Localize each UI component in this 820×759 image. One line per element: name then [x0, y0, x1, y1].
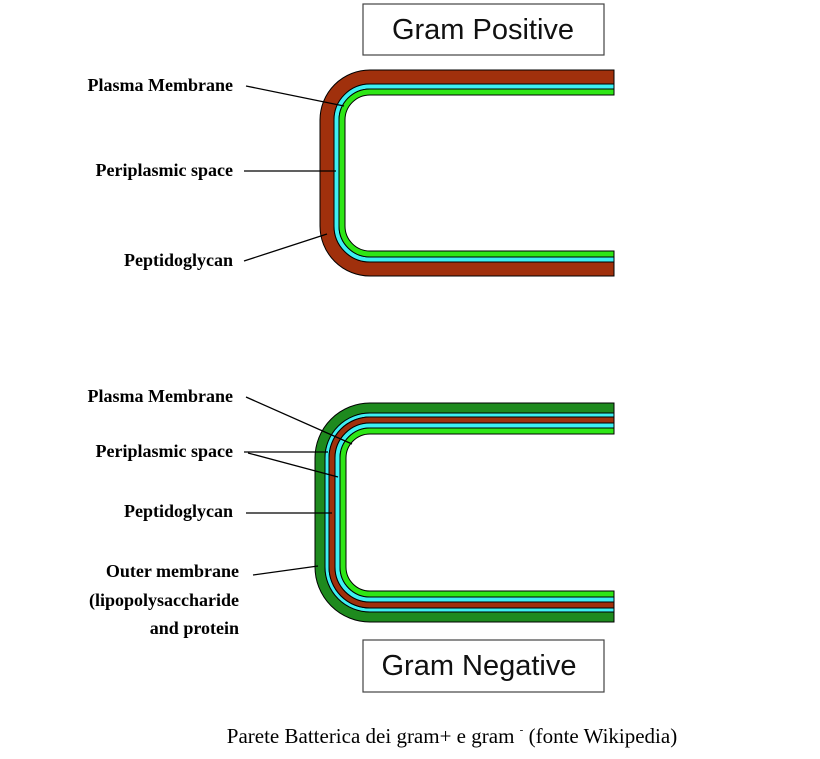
gram-positive-title: Gram Positive — [392, 14, 574, 46]
gram-negative-periplasmic-space-label: Periplasmic space — [96, 441, 233, 461]
figure-caption: Parete Batterica dei gram+ e gram - (fon… — [0, 724, 820, 749]
gram-negative-outer-membrane-label-line3: and protein — [150, 618, 239, 638]
gram-positive-periplasmic-layer — [333, 83, 615, 263]
gram-positive-peptidoglycan-leader — [243, 233, 328, 262]
gram-negative-plasma-membrane-layer — [339, 427, 615, 598]
gram-positive-section: Gram Positive Plasma Membrane Periplasmi… — [88, 3, 615, 277]
gram-negative-outer-membrane-leader — [252, 565, 319, 576]
caption-source-text: (fonte Wikipedia) — [523, 724, 678, 748]
gram-negative-periplasmic-inner-layer — [334, 422, 615, 603]
gram-negative-title-box — [362, 639, 605, 693]
caption-superscript: - — [519, 724, 524, 736]
gram-negative-title: Gram Negative — [381, 650, 576, 682]
gram-negative-periplasmic-space-leader-inner — [247, 452, 339, 478]
gram-positive-plasma-membrane-layer — [338, 88, 615, 258]
gram-negative-plasma-membrane-label: Plasma Membrane — [88, 386, 233, 406]
gram-negative-outer-membrane-label-line2: (lipopolysaccharide — [89, 590, 239, 611]
gram-negative-section: Plasma Membrane Periplasmic space Peptid… — [88, 386, 615, 693]
gram-positive-peptidoglycan-label: Peptidoglycan — [124, 250, 233, 270]
gram-negative-peptidoglycan-label: Peptidoglycan — [124, 501, 233, 521]
gram-positive-plasma-membrane-leader — [245, 85, 345, 107]
caption-main-text: Parete Batterica dei gram+ e gram — [226, 724, 515, 748]
gram-negative-outer-membrane-label-line1: Outer membrane — [106, 561, 239, 581]
gram-negative-peptidoglycan-layer — [328, 416, 615, 609]
gram-positive-peptidoglycan-layer — [319, 69, 615, 277]
gram-negative-plasma-membrane-leader — [245, 396, 353, 445]
gram-positive-title-box — [362, 3, 605, 56]
gram-positive-plasma-membrane-label: Plasma Membrane — [88, 75, 233, 95]
gram-negative-periplasmic-outer-layer — [324, 412, 615, 613]
gram-positive-periplasmic-space-label: Periplasmic space — [96, 160, 233, 180]
